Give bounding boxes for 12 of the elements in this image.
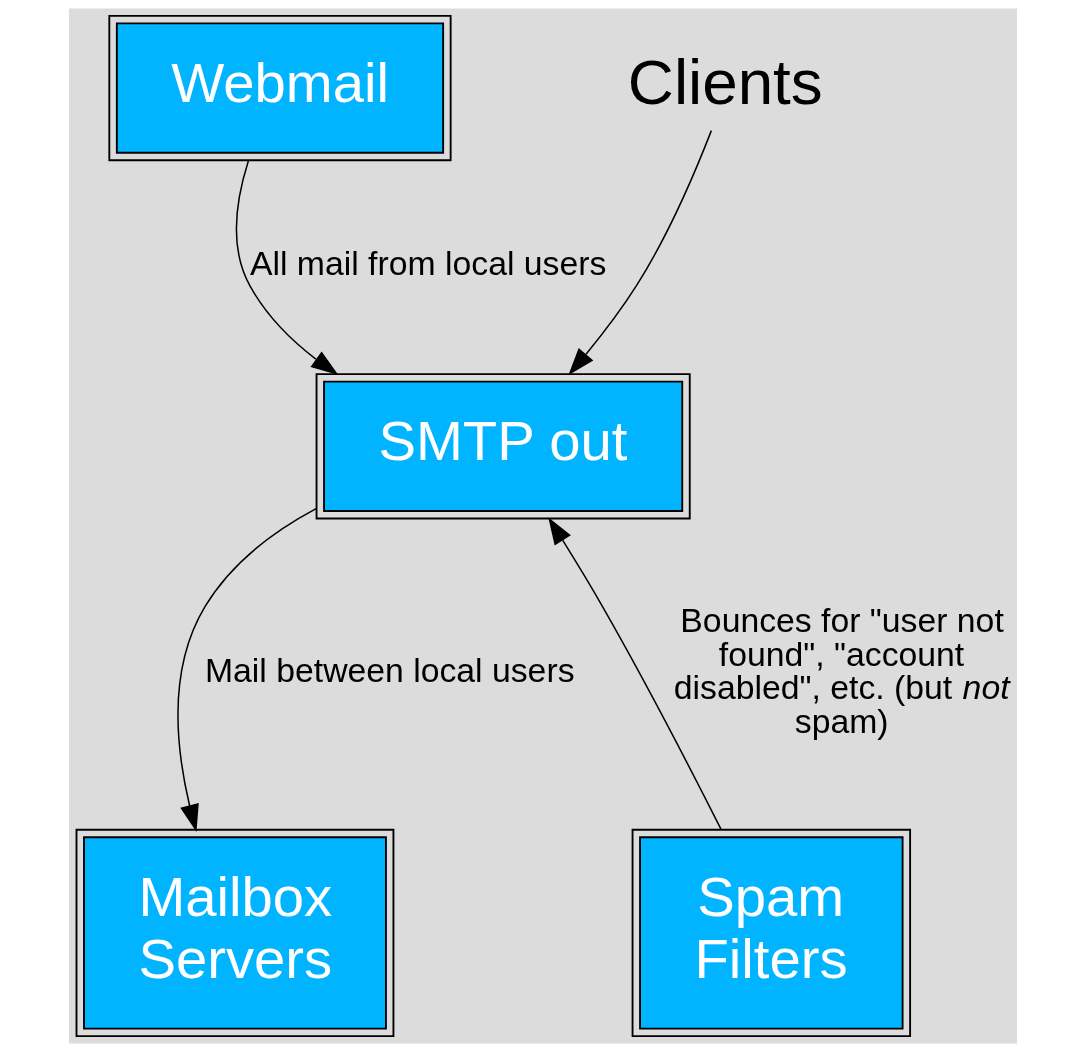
node-box: Spam Filters <box>631 828 911 1038</box>
edge-label: Bounces for "user not found", "account disabled", etc. (but not spam) <box>673 600 1010 741</box>
arrow <box>567 129 712 376</box>
node-text: Clients <box>627 46 823 119</box>
node-box: SMTP out <box>315 373 691 520</box>
arrow <box>235 160 338 376</box>
arrow <box>547 517 722 830</box>
node-box: Webmail <box>107 14 452 162</box>
node-box: Mailbox Servers <box>75 828 394 1038</box>
edge-label: All mail from local users <box>249 244 606 283</box>
arrow <box>176 507 317 832</box>
edge-label: Mail between local users <box>204 651 575 690</box>
